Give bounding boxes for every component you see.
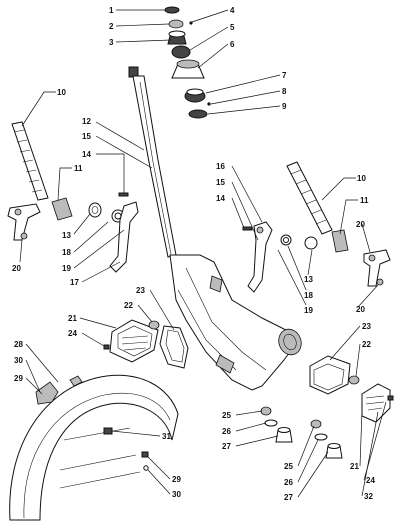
label-15-right: 15 — [216, 178, 225, 187]
label-22-left: 22 — [124, 301, 133, 310]
right-cover-group — [309, 355, 394, 423]
label-20-left: 20 — [12, 264, 21, 273]
left-link-group — [7, 192, 139, 273]
label-5: 5 — [230, 23, 235, 32]
label-26-left: 26 — [222, 427, 231, 436]
bush-caps — [260, 406, 343, 459]
label-26-right: 26 — [284, 478, 293, 487]
label-6: 6 — [230, 40, 235, 49]
label-22-right: 22 — [362, 340, 371, 349]
label-1: 1 — [109, 6, 114, 15]
right-link-group — [242, 221, 391, 293]
label-14-right: 14 — [216, 194, 225, 203]
label-23-right: 23 — [362, 322, 371, 331]
label-29-bottom: 29 — [172, 475, 181, 484]
label-25-right: 25 — [284, 462, 293, 471]
left-spring — [11, 121, 49, 201]
label-19-left: 19 — [62, 264, 71, 273]
right-spring — [286, 161, 333, 235]
leader-lines — [19, 9, 387, 498]
label-27-right: 27 — [284, 493, 293, 502]
label-3: 3 — [109, 38, 114, 47]
label-19-right: 19 — [304, 306, 313, 315]
label-30-bottom: 30 — [172, 490, 181, 499]
label-14-left: 14 — [82, 150, 91, 159]
label-11-right: 11 — [360, 196, 369, 205]
label-21-left: 21 — [68, 314, 77, 323]
left-cover-group — [103, 319, 189, 369]
label-32: 32 — [364, 492, 373, 501]
label-10-right: 10 — [357, 174, 366, 183]
steering-head-stack — [164, 6, 211, 119]
label-24-right: 24 — [366, 476, 375, 485]
label-2: 2 — [109, 22, 114, 31]
label-7: 7 — [282, 71, 287, 80]
label-18-right: 18 — [304, 291, 313, 300]
label-30-top: 30 — [14, 356, 23, 365]
label-21-right: 21 — [350, 462, 359, 471]
label-12: 12 — [82, 117, 91, 126]
label-24-left: 24 — [68, 329, 77, 338]
label-18-left: 18 — [62, 248, 71, 257]
label-8: 8 — [282, 87, 287, 96]
label-29-top: 29 — [14, 374, 23, 383]
label-23-left: 23 — [136, 286, 145, 295]
label-27-left: 27 — [222, 442, 231, 451]
label-9: 9 — [282, 102, 287, 111]
label-13-left: 13 — [62, 231, 71, 240]
label-15-left: 15 — [82, 132, 91, 141]
label-17: 17 — [70, 278, 79, 287]
label-20-right: 20 — [356, 220, 365, 229]
label-31: 31 — [162, 432, 171, 441]
label-20-bottom-right: 20 — [356, 305, 365, 314]
label-11-left: 11 — [74, 164, 83, 173]
front-mudguard — [9, 374, 179, 521]
label-13-right: 13 — [304, 275, 313, 284]
fork-steering-column — [128, 66, 177, 258]
label-25-left: 25 — [222, 411, 231, 420]
label-28: 28 — [14, 340, 23, 349]
label-10-left: 10 — [57, 88, 66, 97]
label-16: 16 — [216, 162, 225, 171]
label-4: 4 — [230, 6, 235, 15]
callout-labels: 1 2 3 4 5 6 7 8 9 10 10 12 15 14 11 13 1… — [12, 6, 375, 502]
fork-lower-body — [169, 254, 302, 391]
